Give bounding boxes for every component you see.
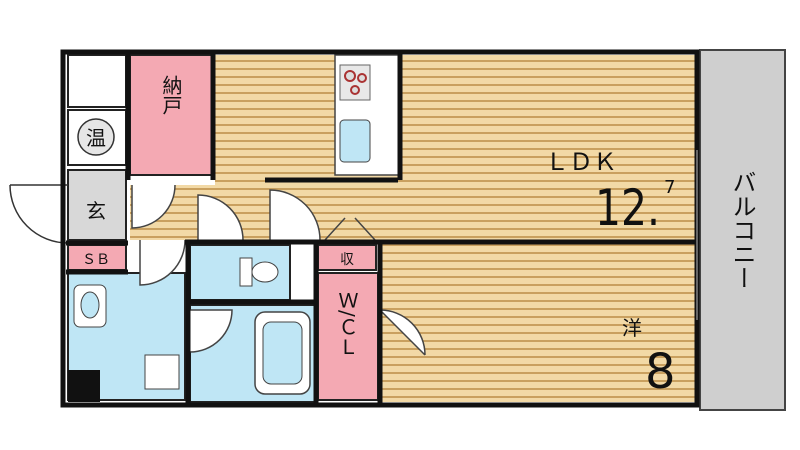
door-swing — [197, 194, 244, 241]
closet-label: 収 — [340, 252, 354, 268]
western-room-size: 8 — [645, 344, 676, 400]
door-swing — [131, 184, 176, 229]
door-swing — [189, 309, 233, 353]
wic-label: Ｗ/ＣＬ — [335, 290, 359, 357]
ldk-size-sup: 7 — [664, 177, 675, 198]
door-swing — [324, 217, 376, 241]
storage-label: 納戸 — [159, 75, 183, 115]
walls — [60, 49, 700, 408]
storage-room — [129, 54, 213, 176]
sink-icon — [339, 119, 371, 163]
door-swing — [379, 309, 426, 356]
western-floor — [380, 240, 695, 402]
water-heater-icon — [77, 118, 115, 156]
water-heater-label: 温 — [86, 126, 106, 150]
entrance-area — [67, 169, 127, 241]
ldk-size: 12. — [595, 179, 660, 237]
top-left-closet — [67, 54, 127, 108]
balcony — [699, 49, 786, 411]
entrance-door — [9, 184, 69, 244]
ldk-label: ＬＤＫ — [545, 148, 617, 176]
shoe-box-label: ＳＢ — [82, 252, 110, 268]
balcony-label: バルコニー — [728, 170, 756, 290]
door-swing — [139, 239, 186, 286]
toilet-icon — [239, 257, 253, 287]
western-room-label: 洋 — [622, 316, 642, 340]
pillar — [68, 370, 100, 402]
door-swing — [269, 189, 321, 241]
entrance-label: 玄 — [86, 199, 106, 223]
washer-icon — [144, 354, 180, 390]
